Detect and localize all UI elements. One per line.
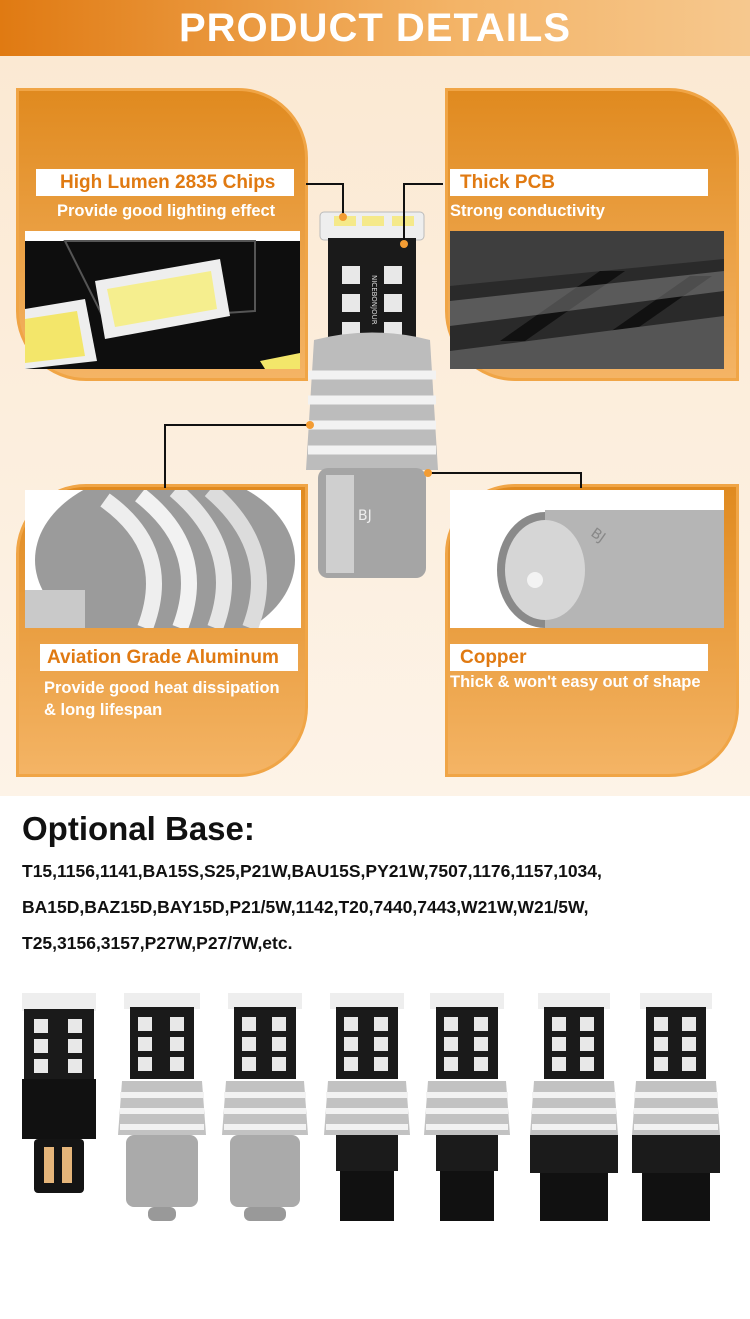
callout-line-chips-vertical [342,183,344,215]
callout-dot-pcb [400,240,408,248]
feature-title-copper: Copper [460,646,527,668]
feature-title-aluminum: Aviation Grade Aluminum [47,646,279,668]
feature-desc-pcb: Strong conductivity [450,202,605,220]
feature-label-copper: Copper [450,644,708,671]
bulb-variant-t20-dual [424,993,510,1221]
aluminum-closeup-image [25,490,301,628]
bulb-variant-ba15s [118,993,206,1221]
callout-line-chips [306,183,344,185]
bulb-variant-t15 [22,993,96,1193]
bulb-variants-row [0,985,750,1235]
page-title: PRODUCT DETAILS [178,5,572,50]
callout-line-pcb [403,183,443,185]
chips-closeup-image [25,231,300,369]
feature-label-chips: High Lumen 2835 Chips [36,169,294,196]
optional-base-line-3: T25,3156,3157,P27W,P27/7W,etc. [22,933,293,953]
callout-line-aluminum [164,424,310,426]
bulb-variant-3156 [530,993,618,1221]
feature-desc-chips: Provide good lighting effect [57,202,276,220]
optional-base-title: Optional Base: [22,810,255,847]
feature-label-pcb: Thick PCB [450,169,708,196]
callout-line-copper [428,472,582,474]
svg-text:NICEBONJOUR: NICEBONJOUR [370,275,378,325]
callout-dot-aluminum [306,421,314,429]
optional-base-line-2: BA15D,BAZ15D,BAY15D,P21/5W,1142,T20,7440… [22,897,589,917]
callout-dot-copper [424,469,432,477]
feature-title-pcb: Thick PCB [460,171,556,193]
bulb-variant-t20-single [324,993,410,1221]
pcb-closeup-image [450,231,724,369]
feature-desc-aluminum-line1: Provide good heat dissipation [44,679,280,697]
feature-label-aluminum: Aviation Grade Aluminum [40,644,298,671]
feature-title-chips: High Lumen 2835 Chips [60,171,276,193]
feature-desc-copper: Thick & won't easy out of shape [450,673,701,691]
center-bulb-image: NICEBONJOUR BJ [298,200,446,590]
header-banner: PRODUCT DETAILS [0,0,750,56]
bulb-variant-ba15d [222,993,308,1221]
feature-desc-aluminum-line2: & long lifespan [44,701,163,719]
copper-base-image: BJ [450,490,724,628]
callout-line-pcb-vertical [403,183,405,243]
optional-base-line-1: T15,1156,1141,BA15S,S25,P21W,BAU15S,PY21… [22,861,602,881]
svg-text:BJ: BJ [358,508,372,524]
callout-line-aluminum-vertical [164,424,166,488]
callout-dot-chips [339,213,347,221]
callout-line-copper-vertical [580,472,582,488]
bulb-variant-3157 [632,993,720,1221]
